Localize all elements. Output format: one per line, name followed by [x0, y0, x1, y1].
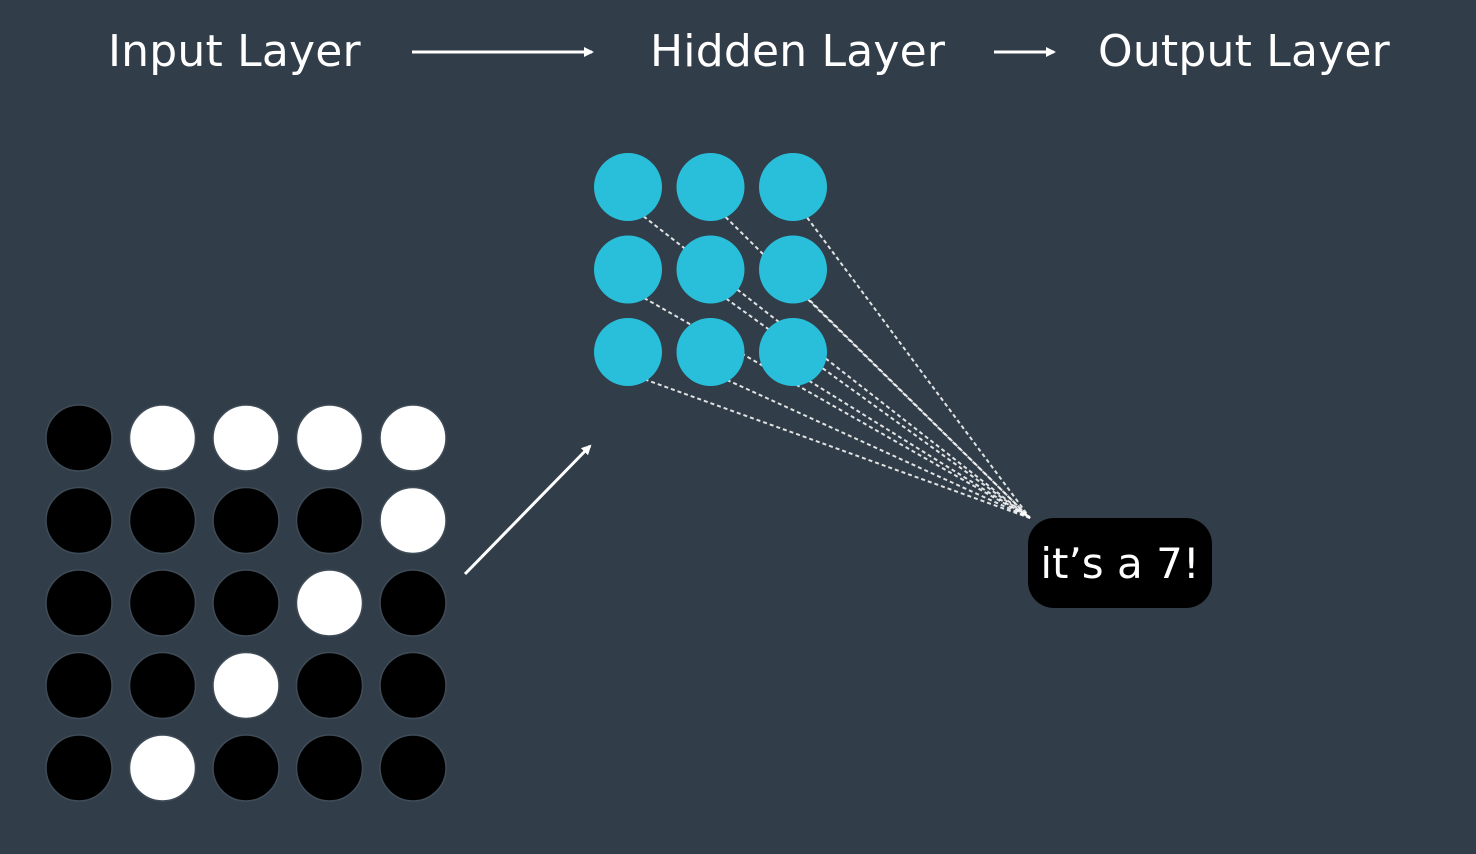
input-pixel-on [128, 734, 197, 802]
output-bubble: it’s a 7! [1028, 518, 1212, 608]
connection-line [719, 293, 1031, 519]
input-pixel-off [45, 404, 113, 472]
input-pixel-on [379, 486, 447, 555]
connection-line [802, 376, 1031, 519]
hidden-node [676, 153, 745, 221]
hidden-layer-label: Hidden Layer [650, 26, 946, 77]
input-pixel-off [379, 734, 447, 802]
input-pixel-on [128, 404, 197, 472]
hidden-node [759, 153, 827, 221]
output-layer-label: Output Layer [1098, 26, 1390, 77]
connection-line [637, 376, 1031, 519]
input-pixel-off [295, 486, 364, 555]
input-pixel-on [212, 651, 280, 720]
input-pixel-off [45, 569, 113, 637]
input-pixel-on [212, 404, 280, 472]
connection-line [637, 211, 1031, 519]
input-pixel-off [379, 569, 447, 637]
input-pixel-off [212, 734, 280, 802]
input-pixel-on [379, 404, 447, 472]
hidden-node [759, 318, 827, 386]
hidden-node [594, 318, 662, 386]
input-pixel-off [212, 486, 280, 555]
input-pixel-off [45, 734, 113, 802]
hidden-node [594, 235, 662, 304]
hidden-node [676, 318, 745, 386]
output-text: it’s a 7! [1040, 538, 1200, 588]
input-pixel-off [45, 486, 113, 555]
input-pixel-on [295, 569, 364, 637]
hidden-layer-grid [594, 153, 827, 386]
connection-line [802, 211, 1031, 519]
input-pixel-off [295, 734, 364, 802]
input-pixel-off [128, 486, 197, 555]
input-pixel-off [45, 651, 113, 720]
input-to-hidden-arrow [463, 444, 592, 576]
hidden-node [594, 153, 662, 221]
connection-line [720, 376, 1031, 519]
input-pixel-off [379, 651, 447, 720]
input-pixel-off [128, 569, 197, 637]
connection-line [637, 293, 1031, 519]
input-layer-label: Input Layer [108, 26, 361, 77]
input-pixel-grid [45, 404, 447, 802]
input-pixel-off [128, 651, 197, 720]
hidden-node [676, 235, 745, 304]
input-pixel-on [295, 404, 364, 472]
hidden-node [759, 235, 827, 304]
input-pixel-off [212, 569, 280, 637]
input-pixel-off [295, 651, 364, 720]
